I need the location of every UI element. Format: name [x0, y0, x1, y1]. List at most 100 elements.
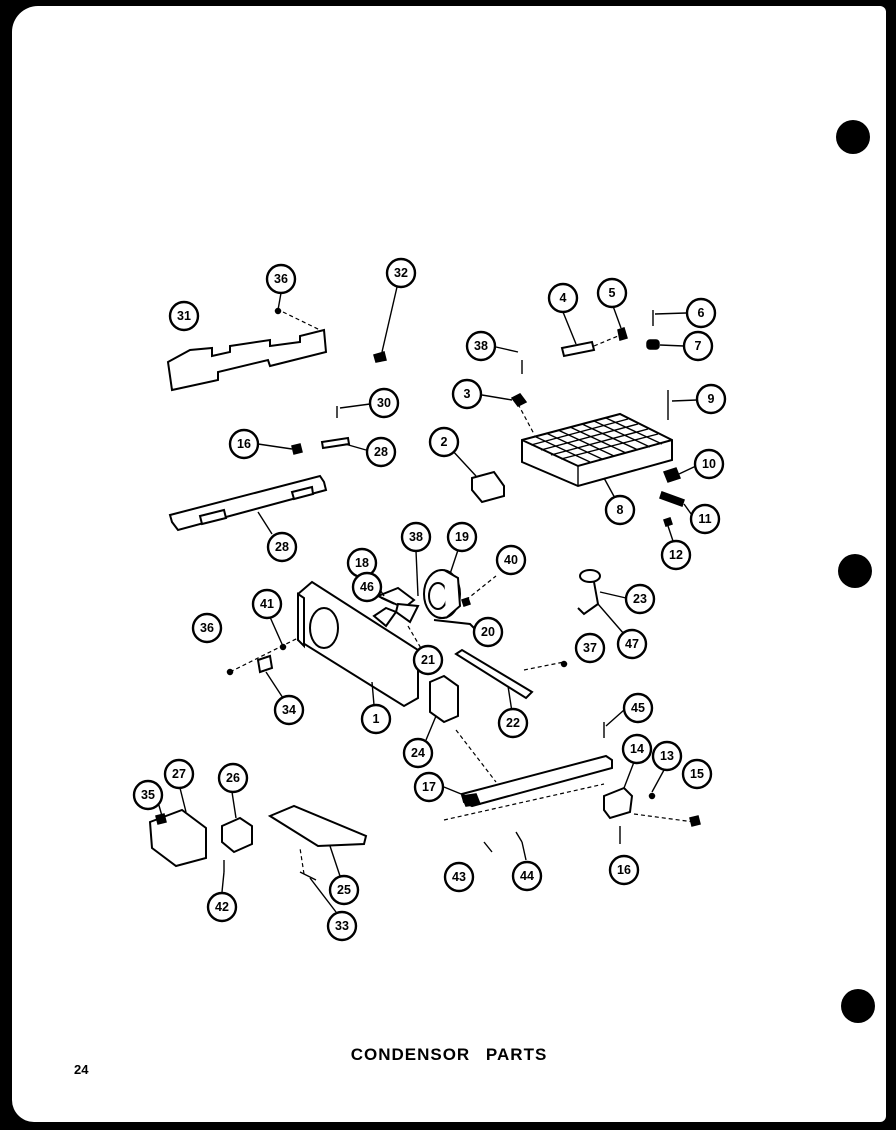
part-37-screw [560, 660, 568, 668]
dash-21 [407, 625, 423, 651]
svg-text:10: 10 [702, 457, 716, 471]
svg-text:11: 11 [698, 512, 711, 526]
leader-32 [381, 286, 398, 353]
callout-42: 42 [206, 891, 238, 923]
callout-19: 19 [446, 521, 478, 553]
svg-text:16: 16 [617, 863, 631, 877]
callout-28-rod: 28 [365, 436, 397, 468]
dash-40 [465, 575, 497, 601]
part-31-rear-panel [166, 311, 328, 392]
callout-36-left: 36 [191, 612, 223, 644]
svg-text:20: 20 [481, 625, 495, 639]
svg-text:3: 3 [464, 387, 471, 401]
svg-text:4: 4 [560, 291, 567, 305]
leader-4 [562, 311, 577, 345]
part-4-tube [560, 340, 596, 358]
callout-4: 4 [547, 282, 579, 314]
leader-22 [507, 685, 513, 713]
svg-text:38: 38 [409, 530, 423, 544]
leader-7 [659, 344, 685, 347]
leader-36-top [277, 292, 282, 311]
binder-hole-top [836, 120, 870, 154]
callout-6: 6 [685, 297, 717, 329]
callout-10: 10 [693, 448, 725, 480]
part-14-relay [603, 786, 634, 820]
part-23-coil-tube [579, 569, 601, 583]
catalog-page: 1 2 3 4 5 6 7 8 9 10 11 12 13 14 15 16 1… [12, 6, 886, 1122]
callout-45: 45 [622, 692, 654, 724]
part-17-base-pan [443, 754, 613, 808]
callout-20: 20 [472, 616, 504, 648]
svg-text:31: 31 [177, 309, 191, 323]
part-26-terminal-block [221, 816, 253, 854]
svg-text:37: 37 [583, 641, 597, 655]
svg-text:6: 6 [698, 306, 705, 320]
leader-47 [597, 603, 625, 635]
part-29-base-rail [168, 474, 328, 535]
leader-10 [678, 465, 697, 475]
svg-text:22: 22 [506, 716, 520, 730]
callout-31: 31 [168, 300, 200, 332]
callout-24: 24 [402, 737, 434, 769]
svg-text:28: 28 [275, 540, 289, 554]
page-title: CONDENSOR PARTS [350, 1045, 548, 1064]
part-33-screw [299, 871, 317, 881]
callout-40: 40 [495, 544, 527, 576]
callout-36-top: 36 [265, 263, 297, 295]
callout-18: 18 [346, 547, 378, 579]
callout-1: 1 [360, 703, 392, 735]
dash-43-44 [443, 783, 605, 821]
part-36-screw-left [226, 668, 234, 676]
svg-text:18: 18 [355, 556, 369, 570]
callout-32: 32 [385, 257, 417, 289]
callout-3: 3 [451, 378, 483, 410]
callout-21: 21 [412, 644, 444, 676]
dash-5-4 [593, 335, 619, 347]
leader-45 [605, 709, 625, 727]
part-44-screw [515, 831, 523, 843]
part-13-screw [648, 792, 656, 800]
exploded-parts-diagram: 1 2 3 4 5 6 7 8 9 10 11 12 13 14 15 16 1… [132, 120, 875, 1023]
part-32-clip [373, 351, 387, 363]
page-number: 24 [74, 1062, 89, 1077]
leader-14 [623, 761, 635, 789]
svg-text:43: 43 [452, 870, 466, 884]
callout-9: 9 [695, 383, 727, 415]
dash-33 [299, 847, 305, 875]
callout-7: 7 [682, 330, 714, 362]
callout-8: 8 [604, 494, 636, 526]
callout-25: 25 [328, 874, 360, 906]
callout-33: 33 [326, 910, 358, 942]
svg-text:30: 30 [377, 396, 391, 410]
svg-text:23: 23 [633, 592, 647, 606]
part-11-spring [659, 491, 685, 507]
svg-text:17: 17 [422, 780, 436, 794]
callout-22: 22 [497, 707, 529, 739]
svg-text:12: 12 [669, 548, 683, 562]
callout-38-right: 38 [465, 330, 497, 362]
callout-38-motor: 38 [400, 521, 432, 553]
dash-37 [523, 661, 565, 671]
svg-text:40: 40 [504, 553, 518, 567]
binder-hole-middle [838, 554, 872, 588]
svg-text:28: 28 [374, 445, 388, 459]
callout-43: 43 [443, 861, 475, 893]
svg-text:26: 26 [226, 771, 240, 785]
svg-text:38: 38 [474, 339, 488, 353]
part-43-screw [483, 841, 493, 853]
callout-5: 5 [596, 277, 628, 309]
part-25-cover-plate [267, 804, 368, 848]
callout-28-rail: 28 [266, 531, 298, 563]
part-35-nut [155, 813, 167, 825]
svg-text:41: 41 [260, 597, 274, 611]
leader-9 [671, 399, 698, 402]
svg-text:5: 5 [609, 286, 616, 300]
leader-27 [179, 787, 187, 813]
svg-text:8: 8 [617, 503, 624, 517]
svg-text:14: 14 [630, 742, 644, 756]
callout-11: 11 [689, 503, 721, 535]
callout-47: 47 [616, 628, 648, 660]
svg-text:16: 16 [237, 437, 251, 451]
leader-13 [651, 769, 665, 793]
svg-text:27: 27 [172, 767, 186, 781]
